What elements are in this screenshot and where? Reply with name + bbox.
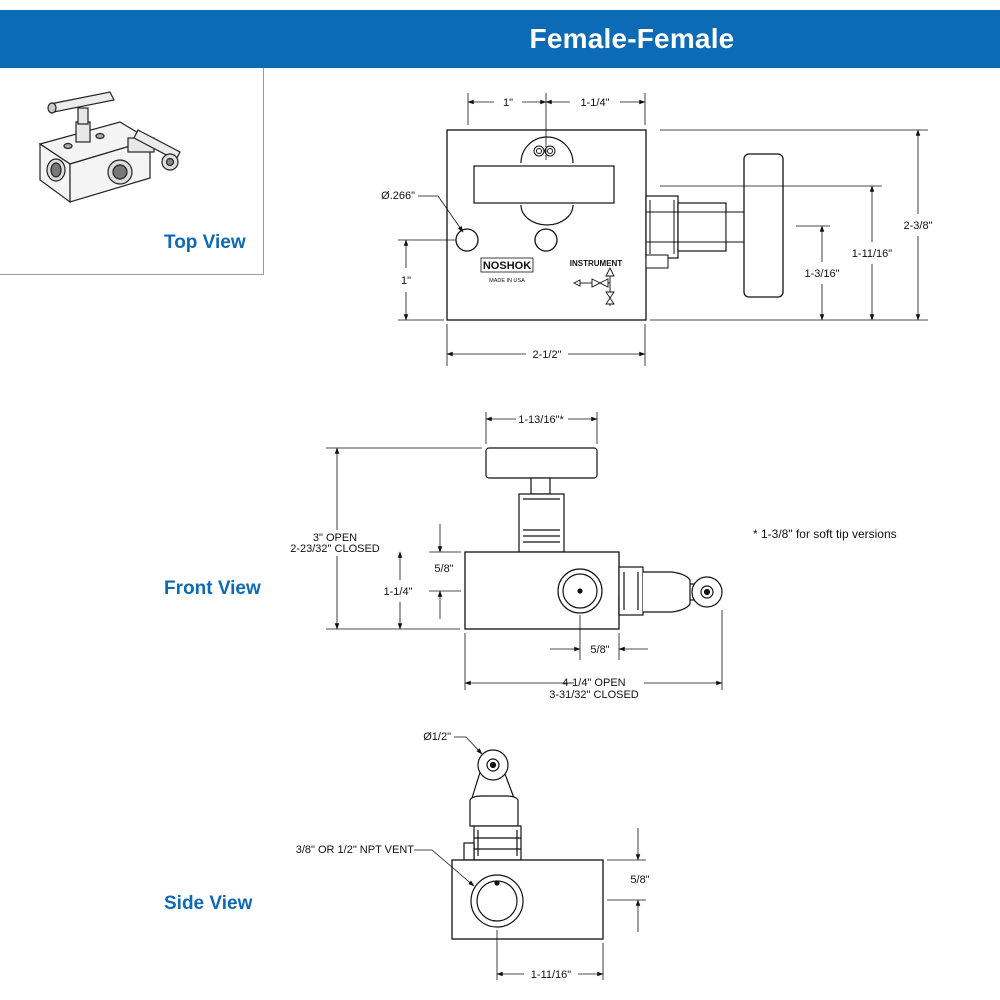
- front-t-handle: [485, 447, 598, 479]
- side-bonnet-nut: [473, 825, 522, 861]
- side-view-dimensions: [414, 736, 646, 980]
- svg-text:NOSHOK: NOSHOK: [483, 260, 531, 272]
- dim-hole-height: 1": [401, 275, 411, 287]
- side-view-drawing: [451, 749, 604, 940]
- t-handle-side: [743, 153, 784, 298]
- dim-port-height: 1-3/16": [804, 268, 839, 280]
- dim-front-5-8: 5/8": [434, 563, 453, 575]
- noshok-logo: [480, 257, 534, 273]
- mounting-hole-left: [455, 228, 479, 252]
- dim-top-1: 1": [503, 97, 513, 109]
- front-side-nut: [618, 566, 644, 616]
- side-bonnet-nut: [645, 195, 679, 259]
- made-in-usa-text: MADE IN USA: [489, 278, 525, 284]
- dim-width-closed: 3-31/32" CLOSED: [549, 689, 639, 701]
- side-view-dimension-labels: Ø1/2" 3/8" OR 1/2" NPT VENT 5/8" 1-11/16…: [296, 731, 650, 981]
- dim-side-5-8: 5/8": [630, 874, 649, 886]
- top-view-label: Top View: [164, 232, 246, 253]
- top-view-dimension-labels: 1" 1-1/4" Ø.266" 1" 2-1/2" 1-3/16" 1-11/…: [381, 97, 932, 361]
- vent-callout: 3/8" OR 1/2" NPT VENT: [296, 844, 415, 856]
- title-banner: Female-Female: [0, 10, 1000, 68]
- top-view-dimensions: [398, 93, 928, 366]
- plug-left: [533, 145, 545, 157]
- dim-handle-height: 1-11/16": [852, 248, 892, 260]
- front-view-drawing: [464, 447, 723, 630]
- side-stem: [469, 795, 519, 827]
- dim-block-width: 2-1/2": [533, 349, 562, 361]
- front-bonnet-nut: [518, 493, 565, 553]
- soft-tip-footnote: * 1-3/8" for soft tip versions: [753, 527, 897, 541]
- instrument-marking: INSTRUMENT: [570, 259, 623, 268]
- t-handle-top: [473, 165, 615, 204]
- dim-handle-width: 1-13/16"*: [518, 414, 564, 426]
- front-view-label: Front View: [164, 578, 261, 599]
- valve-symbol-icon: [572, 266, 615, 306]
- dim-width-open: 4-1/4" OPEN: [562, 677, 625, 689]
- front-view-dimensions: [326, 412, 723, 690]
- dim-side-width: 1-11/16": [531, 969, 571, 981]
- front-view-dimension-labels: 1-13/16"* 3" OPEN 2-23/32" CLOSED 5/8" 1…: [290, 414, 896, 701]
- dim-height-open: 3" OPEN: [313, 532, 357, 544]
- dim-height-closed: 2-23/32" CLOSED: [290, 543, 380, 555]
- dim-top-1-1-4: 1-1/4": [581, 97, 610, 109]
- plug-right: [544, 145, 556, 157]
- side-stem-body: [677, 202, 727, 252]
- mounting-hole-right: [534, 228, 558, 252]
- side-view-label: Side View: [164, 893, 253, 914]
- valve-isometric-image: [38, 91, 181, 204]
- product-thumbnail-panel: [0, 68, 264, 275]
- top-view-drawing: NOSHOK MADE IN USA INSTRUMENT: [446, 129, 784, 321]
- dim-front-port-offset: 5/8": [590, 644, 609, 656]
- page-title: Female-Female: [529, 23, 735, 54]
- dim-knob-diameter: Ø1/2": [423, 731, 451, 743]
- dim-hole-diameter: Ø.266": [381, 190, 415, 202]
- dim-front-block-height: 1-1/4": [384, 586, 413, 598]
- dim-block-depth: 2-3/8": [904, 220, 933, 232]
